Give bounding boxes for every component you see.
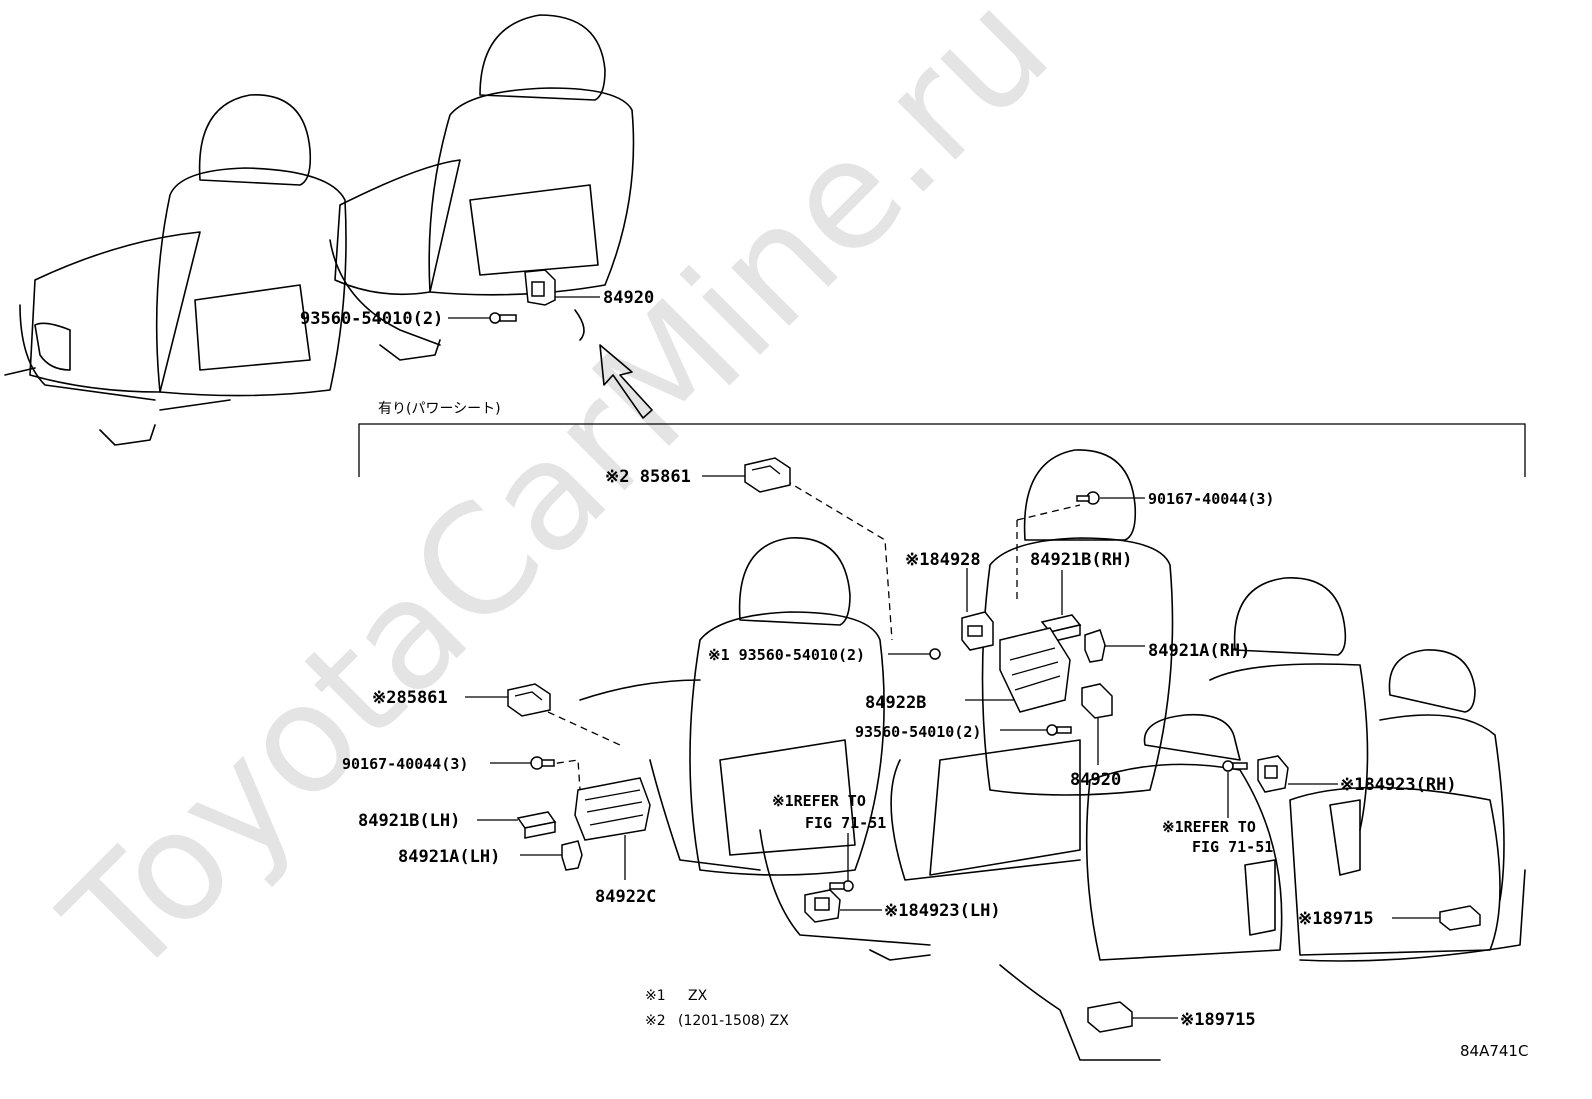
label-84921b-lh: 84921B(LH) (358, 811, 460, 831)
dash-85861-top (784, 479, 893, 641)
part-84922c (574, 777, 651, 880)
label-89715-right: ※189715 (1298, 909, 1374, 929)
label-84928: ※184928 (905, 550, 981, 570)
label-refer-1b: FIG 71-51 (805, 814, 886, 832)
part-84920-top (524, 269, 600, 306)
note-2-mark: ※2 (645, 1013, 666, 1029)
label-84921a-rh: 84921A(RH) (1148, 641, 1250, 661)
bolt-refer-2 (1222, 760, 1248, 772)
dash-90167-left (544, 759, 581, 791)
note-1-mark: ※1 (645, 988, 666, 1004)
label-84922b: 84922B (865, 693, 926, 713)
part-84920-mid (1081, 683, 1113, 765)
label-93560-mid2: 93560-54010(2) (855, 723, 981, 741)
label-93560-top: 93560-54010(2) (300, 309, 443, 329)
note-1-text: ZX (688, 988, 708, 1004)
label-refer-2b: FIG 71-51 (1192, 838, 1273, 856)
label-84920-mid: 84920 (1070, 770, 1121, 790)
rear-seats-overview (579, 449, 1526, 1061)
part-84923-rh (1257, 755, 1338, 793)
label-refer-1a: ※1REFER TO (772, 792, 866, 810)
bolt-93560-mid1 (888, 648, 941, 660)
part-84928 (961, 568, 994, 651)
label-84921b-rh: 84921B(RH) (1030, 550, 1132, 570)
watermark: ToyotaCarMine.ru (32, 0, 1082, 1011)
label-refer-2a: ※1REFER TO (1162, 818, 1256, 836)
label-84923-rh: ※184923(RH) (1340, 775, 1457, 795)
part-85861-left (465, 683, 551, 717)
dash-90167-right-b (1016, 504, 1081, 521)
label-84923-lh: ※184923(LH) (884, 901, 1001, 921)
dash-85861-left (547, 711, 621, 746)
bolt-93560-mid2 (1000, 724, 1072, 736)
part-85861-top (702, 457, 791, 493)
part-84921b-rh (1040, 570, 1082, 643)
part-84922b (965, 627, 1071, 713)
label-84921a-lh: 84921A(LH) (398, 847, 500, 867)
part-84923-lh (804, 889, 882, 923)
power-seat-bracket (358, 423, 1526, 477)
label-90167-left: 90167-40044(3) (342, 755, 468, 773)
part-89715-bottom (1087, 1001, 1178, 1033)
bolt-90167-right (1076, 491, 1145, 505)
bolt-90167-left (490, 756, 555, 770)
note-2-text: (1201-1508) ZX (678, 1013, 789, 1029)
label-89715-bottom: ※189715 (1180, 1010, 1256, 1030)
label-85861-top: ※2 85861 (605, 467, 691, 487)
part-89715-right (1392, 905, 1481, 931)
figure-code: 84A741C (1460, 1042, 1528, 1060)
label-85861-left: ※285861 (372, 688, 448, 708)
bolt-93560-top (448, 312, 517, 324)
part-84921b-lh (477, 811, 557, 839)
bolt-refer-1 (829, 880, 854, 892)
label-84922c: 84922C (595, 887, 656, 907)
part-84921a-lh (520, 840, 583, 871)
part-84921a-rh (1084, 629, 1145, 663)
label-84920-top: 84920 (603, 288, 654, 308)
label-93560-mid1: ※1 93560-54010(2) (708, 646, 865, 664)
front-seats-overview (4, 14, 653, 446)
bracket-caption: 有り(パワーシート) (378, 401, 501, 417)
label-90167-right: 90167-40044(3) (1148, 490, 1274, 508)
